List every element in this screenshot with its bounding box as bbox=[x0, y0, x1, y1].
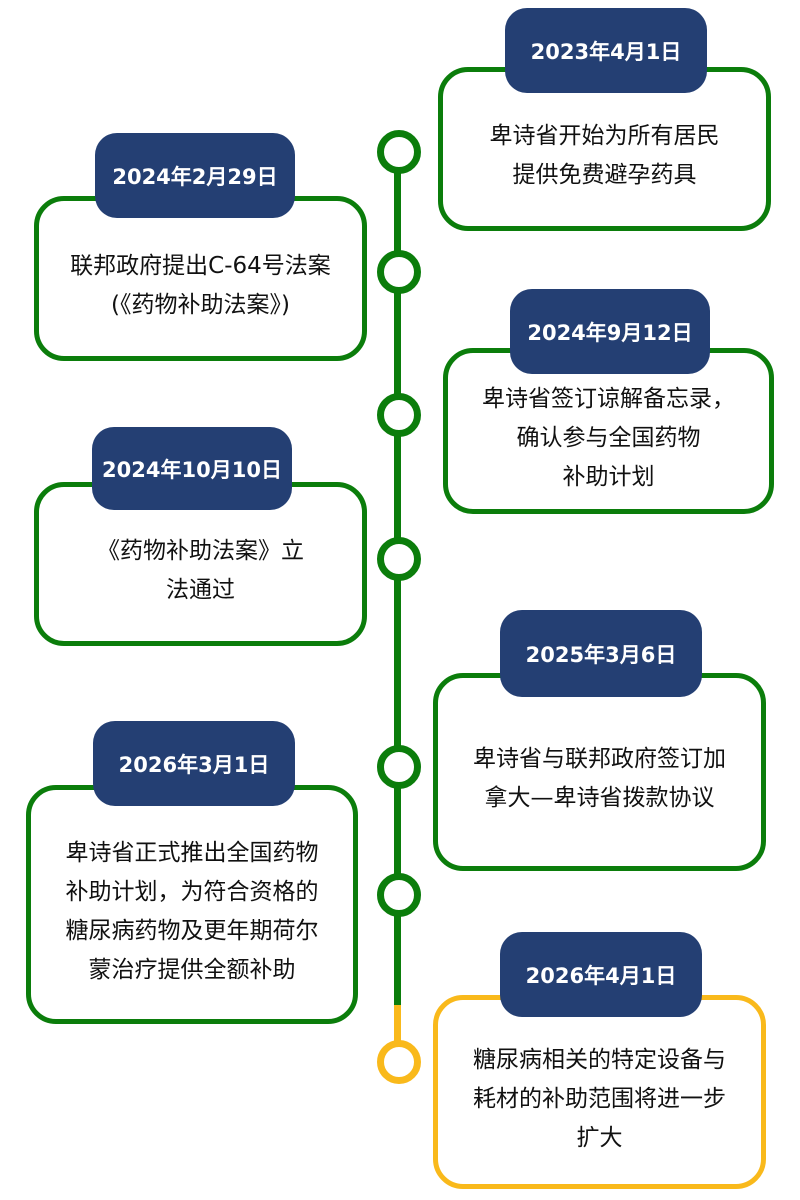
event-date: 2025年3月6日 bbox=[500, 610, 702, 697]
event-card: 卑诗省正式推出全国药物 补助计划，为符合资格的 糖尿病药物及更年期荷尔 蒙治疗提… bbox=[26, 785, 358, 1024]
event-text: 卑诗省与联邦政府签订加 bbox=[473, 746, 726, 772]
event-card: 卑诗省与联邦政府签订加 拿大—卑诗省拨款协议 bbox=[433, 673, 766, 871]
timeline-node bbox=[377, 250, 421, 294]
event-text: 糖尿病相关的特定设备与 bbox=[473, 1046, 726, 1073]
event-card: 卑诗省签订谅解备忘录， 确认参与全国药物 补助计划 bbox=[443, 348, 774, 514]
event-date: 2026年4月1日 bbox=[500, 932, 702, 1017]
timeline-line-future bbox=[394, 1005, 401, 1060]
event-text: (《药物补助法案》) bbox=[111, 291, 290, 318]
event-date: 2024年10月10日 bbox=[92, 427, 292, 510]
event-date: 2024年9月12日 bbox=[510, 289, 710, 374]
event-text: 卑诗省开始为所有居民 bbox=[489, 123, 720, 149]
event-text: 卑诗省签订谅解备忘录， bbox=[482, 385, 735, 412]
event-text: 联邦政府提出C-64号法案 bbox=[70, 252, 331, 279]
event-text: 卑诗省正式推出全国药物 bbox=[65, 839, 319, 866]
event-text: 《药物补助法案》立 bbox=[97, 538, 304, 564]
timeline-node-future bbox=[377, 1040, 421, 1084]
timeline-node bbox=[377, 393, 421, 437]
event-date: 2024年2月29日 bbox=[95, 133, 295, 218]
event-card: 《药物补助法案》立 法通过 bbox=[34, 482, 367, 646]
event-text: 扩大 bbox=[576, 1124, 623, 1151]
event-text: 确认参与全国药物 bbox=[516, 424, 701, 451]
event-date: 2026年3月1日 bbox=[93, 721, 295, 806]
timeline-node bbox=[377, 873, 421, 917]
event-card-future: 糖尿病相关的特定设备与 耗材的补助范围将进一步 扩大 bbox=[433, 995, 766, 1189]
event-text: 法通过 bbox=[166, 577, 235, 603]
event-card: 卑诗省开始为所有居民 提供免费避孕药具 bbox=[438, 67, 771, 231]
event-text: 蒙治疗提供全额补助 bbox=[88, 956, 296, 983]
event-text: 拿大—卑诗省拨款协议 bbox=[484, 785, 715, 811]
event-card: 联邦政府提出C-64号法案 (《药物补助法案》) bbox=[34, 196, 367, 361]
event-text: 耗材的补助范围将进一步 bbox=[473, 1085, 726, 1112]
event-text: 补助计划，为符合资格的 bbox=[65, 878, 319, 905]
event-text: 补助计划 bbox=[562, 463, 655, 490]
event-date: 2023年4月1日 bbox=[505, 8, 707, 93]
timeline-node bbox=[377, 537, 421, 581]
timeline-node bbox=[377, 130, 421, 174]
event-text: 糖尿病药物及更年期荷尔 bbox=[65, 917, 319, 944]
timeline-node bbox=[377, 745, 421, 789]
event-text: 提供免费避孕药具 bbox=[512, 162, 697, 188]
